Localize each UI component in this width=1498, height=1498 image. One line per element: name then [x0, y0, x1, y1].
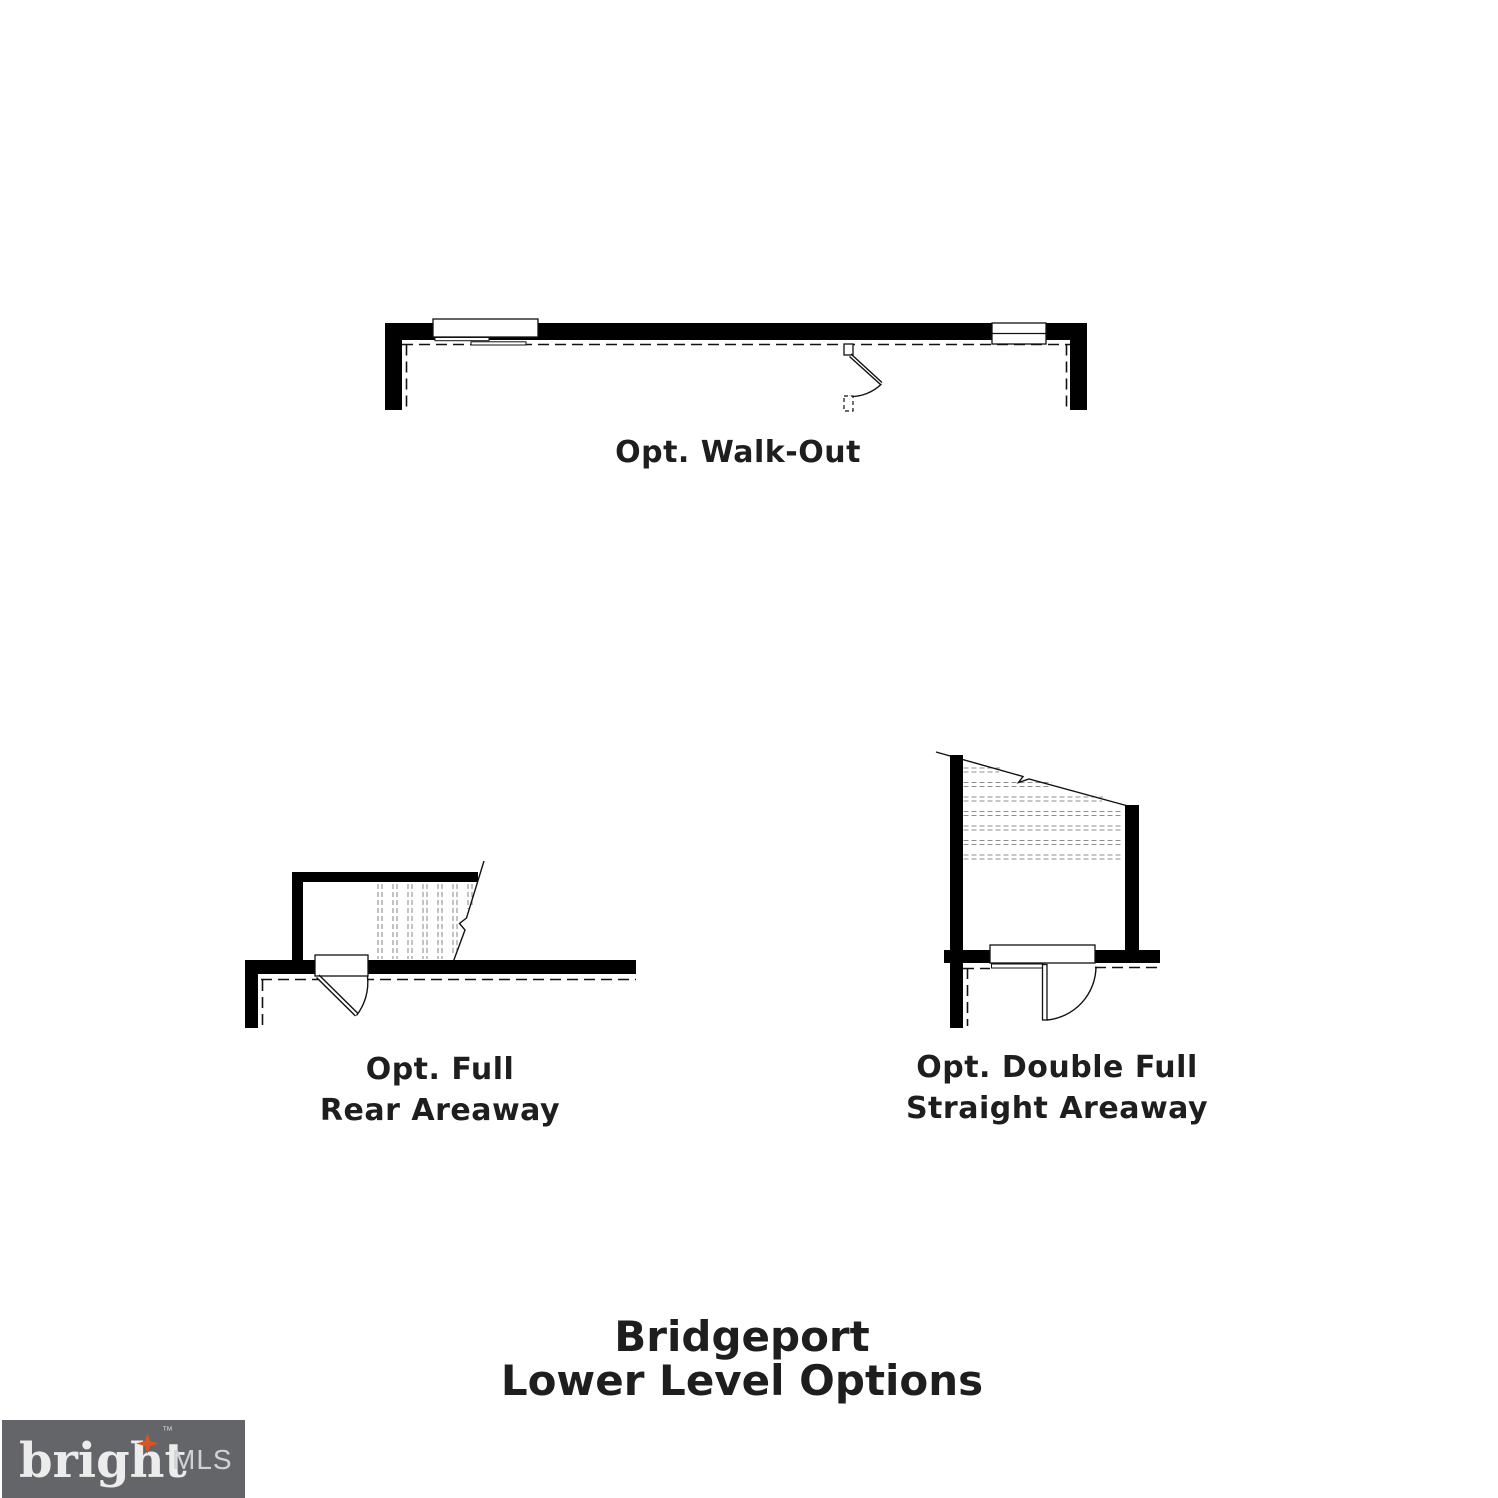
- sheet-title-line2: Lower Level Options: [500, 1356, 984, 1405]
- rear-areaway-break-line: [452, 860, 485, 962]
- rear-areaway-walls: [245, 872, 636, 1028]
- walkout-label: Opt. Walk-Out: [615, 435, 861, 470]
- rear-areaway-stairs: [377, 860, 485, 962]
- straight-areaway-foundation-dashed-lines: [963, 966, 1160, 1026]
- straight-areaway-label-line1: Opt. Double Full: [916, 1050, 1198, 1085]
- rear-areaway-door-swing: [314, 954, 369, 1017]
- sheet-title-line1: Bridgeport: [614, 1312, 870, 1361]
- rear-areaway-label-line1: Opt. Full: [365, 1052, 515, 1087]
- walkout-walls: [385, 323, 1087, 410]
- straight-areaway-stairs: [935, 751, 1129, 860]
- rear-areaway-foundation-dashed-lines: [261, 978, 636, 1026]
- straight-areaway-door-swing: [989, 944, 1097, 1021]
- bright-star-icon: [136, 1433, 159, 1454]
- walkout-foundation-dashed-lines: [402, 343, 1070, 407]
- walkout-sliding-door: [432, 318, 539, 346]
- logo-mls-text: MLS: [172, 1444, 233, 1475]
- logo-trademark: ™: [162, 1425, 173, 1437]
- straight-areaway-label: Opt. Double Full Straight Areaway: [857, 1047, 1257, 1129]
- walkout-window: [991, 322, 1047, 345]
- straight-areaway-plan-drawing: [935, 751, 1160, 1028]
- rear-areaway-label-line2: Rear Areaway: [319, 1093, 561, 1128]
- sheet-title: Bridgeport Lower Level Options: [442, 1315, 1042, 1403]
- straight-areaway-walls: [944, 755, 1160, 1028]
- walkout-door-swing: [843, 343, 883, 412]
- brightmls-logo: bright ™ MLS: [2, 1420, 245, 1498]
- rear-areaway-plan-drawing: [245, 860, 636, 1028]
- straight-areaway-label-line2: Straight Areaway: [905, 1091, 1209, 1126]
- rear-areaway-label: Opt. Full Rear Areaway: [240, 1049, 640, 1131]
- walkout-plan-drawing: [385, 318, 1087, 412]
- logo-brand-text: bright: [19, 1433, 187, 1489]
- straight-areaway-break-line: [935, 751, 1129, 807]
